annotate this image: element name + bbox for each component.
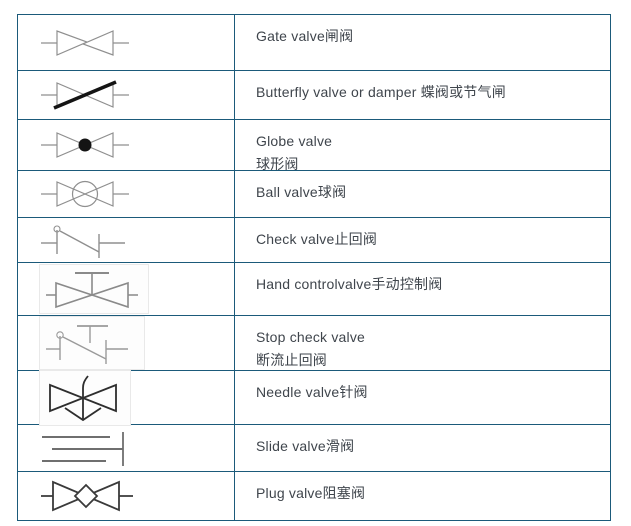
table-row: Hand controlvalve手动控制阀	[18, 263, 610, 316]
valve-label-line2: 断流止回阀	[256, 352, 327, 368]
valve-symbol-cell	[18, 369, 235, 426]
table-row: Plug valve阻塞阀	[18, 472, 610, 520]
table-row: Butterfly valve or damper 蝶阀或节气闸	[18, 71, 610, 120]
table-row: Check valve止回阀	[18, 218, 610, 263]
valve-label: Gate valve闸阀	[256, 28, 354, 44]
gate-valve-icon	[39, 25, 131, 61]
valve-label: Check valve止回阀	[256, 231, 378, 247]
valve-label-cell: Ball valve球阀	[235, 171, 610, 217]
table-row: Slide valve滑阀	[18, 425, 610, 472]
valve-label-cell: Slide valve滑阀	[235, 425, 610, 471]
valve-symbol-cell	[18, 120, 235, 170]
valve-symbol-cell	[18, 15, 235, 70]
valve-label-cell: Needle valve针阀	[235, 371, 610, 424]
globe-valve-icon	[39, 127, 131, 163]
valve-label: Hand controlvalve手动控制阀	[256, 276, 443, 292]
valve-symbol-table: Gate valve闸阀 Butterfly valve or damper 蝶…	[17, 14, 611, 521]
valve-label: Stop check valve	[256, 329, 366, 345]
valve-label-cell: Butterfly valve or damper 蝶阀或节气闸	[235, 71, 610, 119]
valve-symbol-cell	[18, 71, 235, 119]
valve-symbol-cell	[18, 472, 235, 520]
plug-valve-icon	[39, 477, 135, 515]
valve-label: Plug valve阻塞阀	[256, 485, 366, 501]
valve-symbol-cell	[18, 316, 235, 370]
valve-symbol-cell	[18, 171, 235, 217]
table-row: Globe valve 球形阀	[18, 120, 610, 172]
valve-label: Needle valve针阀	[256, 384, 368, 400]
table-row: Needle valve针阀	[18, 369, 610, 426]
butterfly-valve-icon	[39, 76, 131, 114]
valve-label-cell: Gate valve闸阀	[235, 15, 610, 70]
valve-label: Globe valve	[256, 133, 333, 149]
table-row: Stop check valve 断流止回阀	[18, 316, 610, 371]
valve-label: Slide valve滑阀	[256, 438, 355, 454]
valve-label: Butterfly valve or damper 蝶阀或节气闸	[256, 84, 506, 100]
valve-label-cell: Stop check valve 断流止回阀	[235, 316, 610, 370]
valve-label-cell: Hand controlvalve手动控制阀	[235, 263, 610, 315]
valve-label-cell: Globe valve 球形阀	[235, 120, 610, 172]
slide-valve-icon	[39, 427, 129, 469]
needle-valve-icon	[39, 369, 131, 426]
valve-label-cell: Plug valve阻塞阀	[235, 472, 610, 520]
stop-check-valve-icon	[39, 316, 145, 370]
table-row: Gate valve闸阀	[18, 15, 610, 71]
hand-control-valve-icon	[39, 264, 149, 314]
table-row: Ball valve球阀	[18, 171, 610, 218]
ball-valve-icon	[39, 176, 131, 212]
valve-label-line2: 球形阀	[256, 156, 299, 172]
valve-label-cell: Check valve止回阀	[235, 218, 610, 262]
valve-symbol-cell	[18, 263, 235, 315]
check-valve-icon	[39, 221, 127, 259]
valve-label: Ball valve球阀	[256, 184, 347, 200]
valve-symbol-cell	[18, 218, 235, 262]
valve-symbol-cell	[18, 425, 235, 471]
